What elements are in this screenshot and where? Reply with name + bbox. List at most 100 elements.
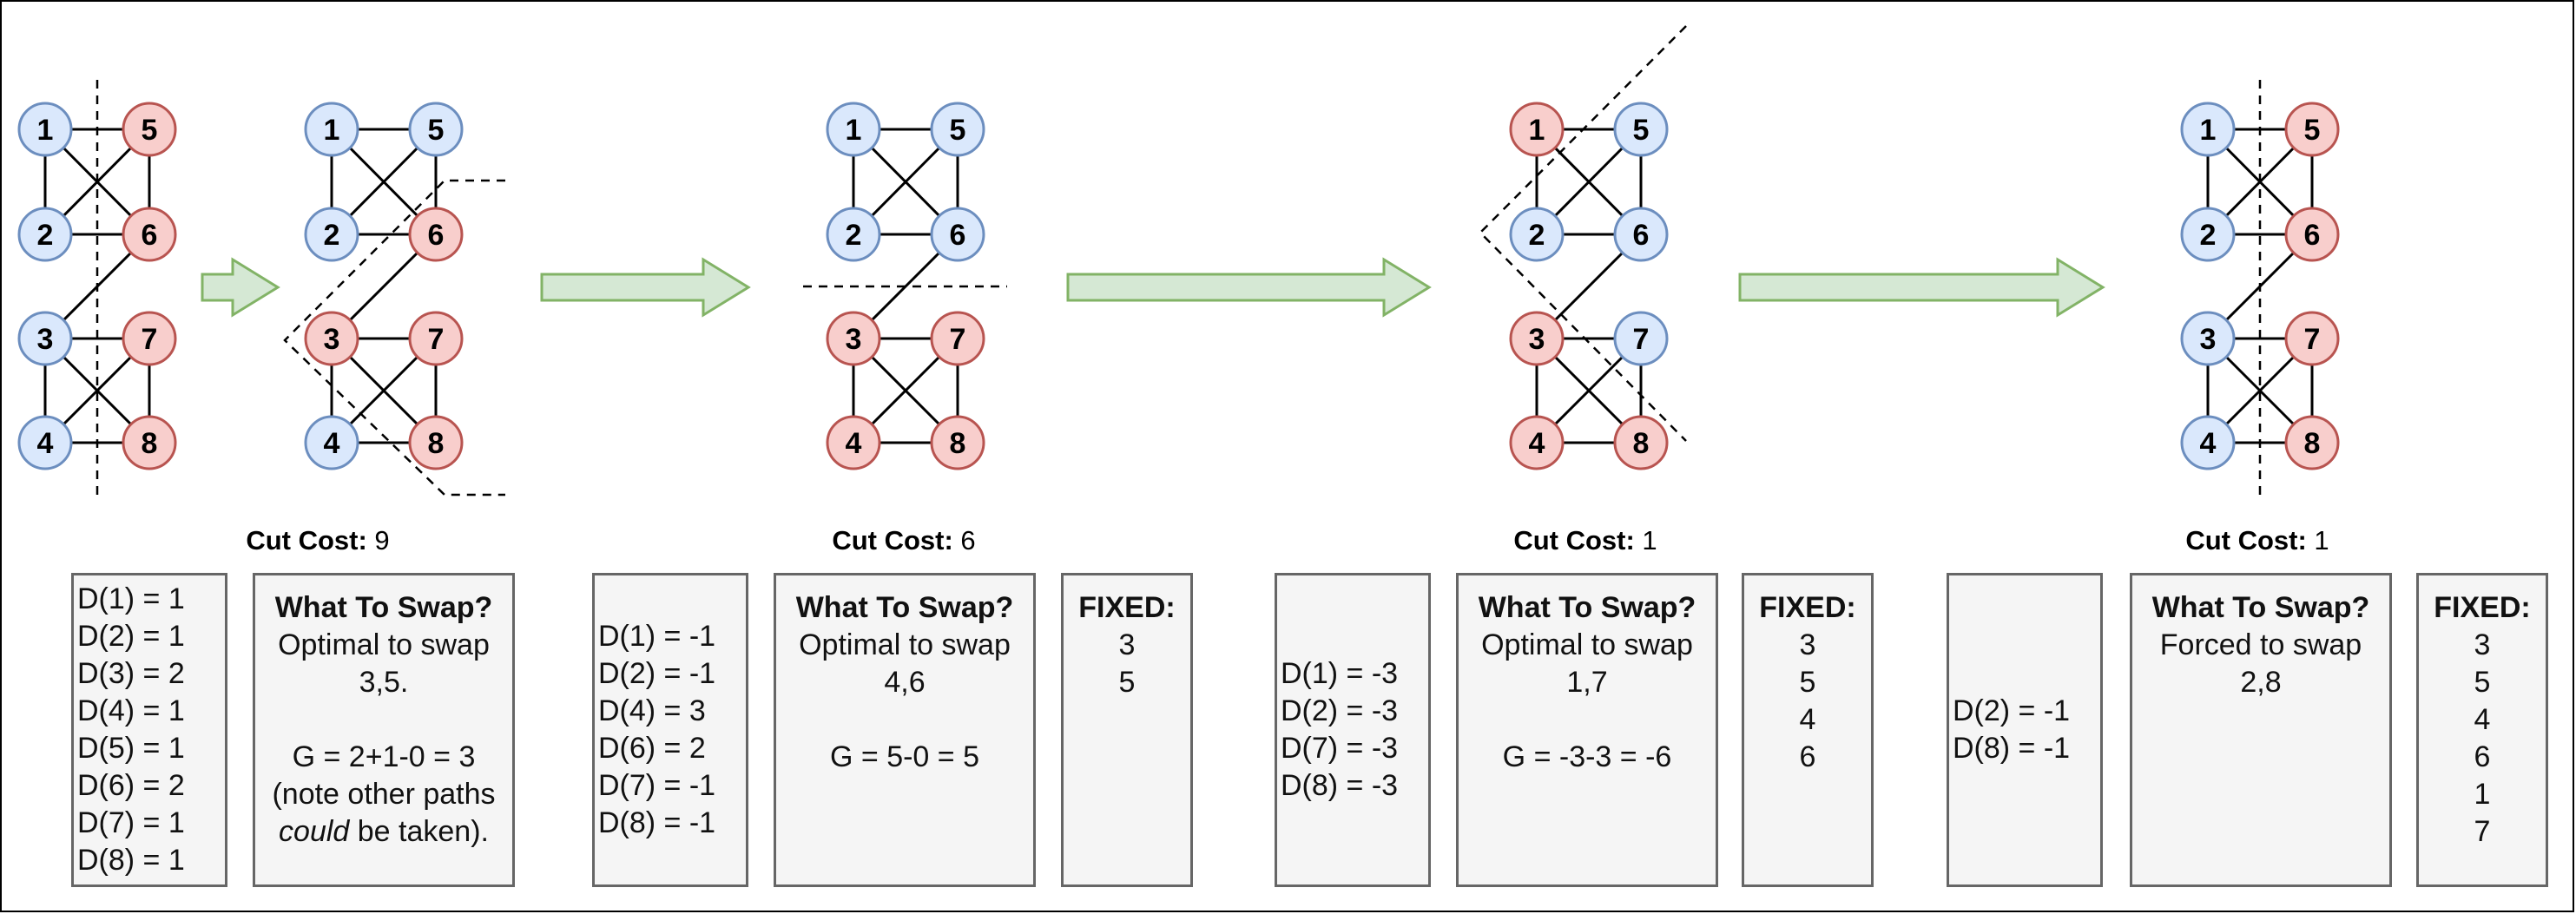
fixed-heading: FIXED:	[1759, 591, 1856, 624]
d-value: D(8) = -3	[1281, 769, 1399, 802]
node-label: 6	[1633, 219, 1650, 252]
graph-node-2: 2	[304, 207, 359, 262]
node-label: 6	[950, 219, 966, 252]
node-label: 8	[950, 427, 966, 460]
cut-line-2	[283, 179, 505, 496]
fixed-item: 5	[1118, 666, 1136, 699]
d-value: D(1) = 1	[77, 582, 185, 615]
d-values-box-2: D(1) = -1 D(2) = -1 D(4) = 3 D(6) = 2 D(…	[592, 573, 748, 887]
d-value: D(5) = 1	[77, 732, 185, 765]
step-arrow-4	[1738, 257, 2105, 318]
node-label: 7	[1633, 323, 1650, 356]
swap-box-4: What To Swap? Forced to swap 2,8	[2130, 573, 2392, 887]
graph-node-6: 6	[2284, 207, 2340, 262]
cut-cost-title: Cut Cost:	[246, 525, 367, 556]
gain-line: G = 5-0 = 5	[830, 740, 979, 773]
swap-box-2: What To Swap? Optimal to swap 4,6 G = 5-…	[774, 573, 1036, 887]
d-value: D(8) = 1	[77, 844, 185, 877]
node-label: 6	[142, 219, 158, 252]
graph-node-7: 7	[1613, 311, 1669, 366]
node-label: 5	[950, 114, 966, 147]
fixed-item: 7	[2474, 815, 2491, 848]
d-values-box-4: D(2) = -1 D(8) = -1	[1947, 573, 2103, 887]
node-label: 2	[37, 219, 54, 252]
fixed-item: 1	[2474, 778, 2491, 811]
cut-cost-value: 1	[2314, 525, 2329, 556]
graph-node-5: 5	[2284, 102, 2340, 157]
cut-cost-label-4: Cut Cost: 1	[2185, 525, 2329, 556]
graph-node-4: 4	[1509, 415, 1565, 470]
d-value: D(8) = -1	[1953, 732, 2071, 765]
node-label: 5	[142, 114, 158, 147]
graph-node-1: 1	[304, 102, 359, 157]
node-label: 5	[428, 114, 445, 147]
graph-node-4: 4	[2180, 415, 2236, 470]
graph-node-6: 6	[122, 207, 177, 262]
fixed-item: 5	[1799, 666, 1816, 699]
cut-cost-value: 6	[960, 525, 976, 556]
d-value: D(7) = -3	[1281, 732, 1399, 765]
node-label: 1	[37, 114, 54, 147]
node-label: 4	[37, 427, 54, 460]
swap-box-1: What To Swap? Optimal to swap 3,5. G = 2…	[253, 573, 515, 887]
graph-node-6: 6	[1613, 207, 1669, 262]
fixed-heading: FIXED:	[2434, 591, 2531, 624]
node-label: 7	[2304, 323, 2321, 356]
swap-line: Optimal to swap	[1481, 628, 1693, 661]
graph-node-1: 1	[1509, 102, 1565, 157]
swap-line: 2,8	[2240, 666, 2282, 699]
gain-line: G = -3-3 = -6	[1502, 740, 1672, 773]
node-label: 8	[142, 427, 158, 460]
fixed-item: 4	[1799, 703, 1816, 736]
graph-node-3: 3	[2180, 311, 2236, 366]
swap-heading: What To Swap?	[2151, 591, 2370, 624]
node-label: 3	[846, 323, 862, 356]
d-value: D(2) = 1	[77, 620, 185, 653]
swap-line	[776, 701, 1033, 739]
graph-node-8: 8	[2284, 415, 2340, 470]
d-value: D(2) = -1	[598, 657, 716, 690]
swap-line: Forced to swap	[2159, 628, 2362, 661]
swap-line: Optimal to swap	[799, 628, 1011, 661]
graph-node-5: 5	[930, 102, 985, 157]
node-label: 4	[324, 427, 340, 460]
d-value: D(4) = 1	[77, 694, 185, 727]
swap-line: 1,7	[1566, 666, 1608, 699]
swap-line: Optimal to swap	[278, 628, 490, 661]
step-arrow-2	[540, 257, 751, 318]
graph-node-2: 2	[1509, 207, 1565, 262]
d-value: D(6) = 2	[598, 732, 706, 765]
d-value: D(7) = -1	[598, 769, 716, 802]
graph-node-4: 4	[304, 415, 359, 470]
cut-cost-label-1: Cut Cost: 9	[246, 525, 389, 556]
node-label: 4	[1529, 427, 1545, 460]
graph-node-3: 3	[826, 311, 881, 366]
node-label: 5	[1633, 114, 1650, 147]
fixed-heading: FIXED:	[1078, 591, 1176, 624]
node-label: 6	[428, 219, 445, 252]
node-label: 3	[2200, 323, 2217, 356]
swap-line	[255, 701, 512, 739]
node-label: 3	[324, 323, 340, 356]
graph-node-4: 4	[826, 415, 881, 470]
fixed-box-2: FIXED: 3 5 4 6	[1742, 573, 1874, 887]
node-label: 6	[2304, 219, 2321, 252]
cut-cost-value: 1	[1642, 525, 1657, 556]
d-value: D(7) = 1	[77, 806, 185, 839]
graph-node-4: 4	[17, 415, 73, 470]
d-value: D(6) = 2	[77, 769, 185, 802]
node-label: 4	[2200, 427, 2217, 460]
cut-cost-value: 9	[374, 525, 390, 556]
d-value: D(8) = -1	[598, 806, 716, 839]
d-value: D(1) = -1	[598, 620, 716, 653]
cut-cost-label-3: Cut Cost: 1	[1513, 525, 1657, 556]
d-value: D(3) = 2	[77, 657, 185, 690]
step-arrow-3	[1066, 257, 1432, 318]
node-label: 2	[1529, 219, 1545, 252]
node-label: 7	[142, 323, 158, 356]
